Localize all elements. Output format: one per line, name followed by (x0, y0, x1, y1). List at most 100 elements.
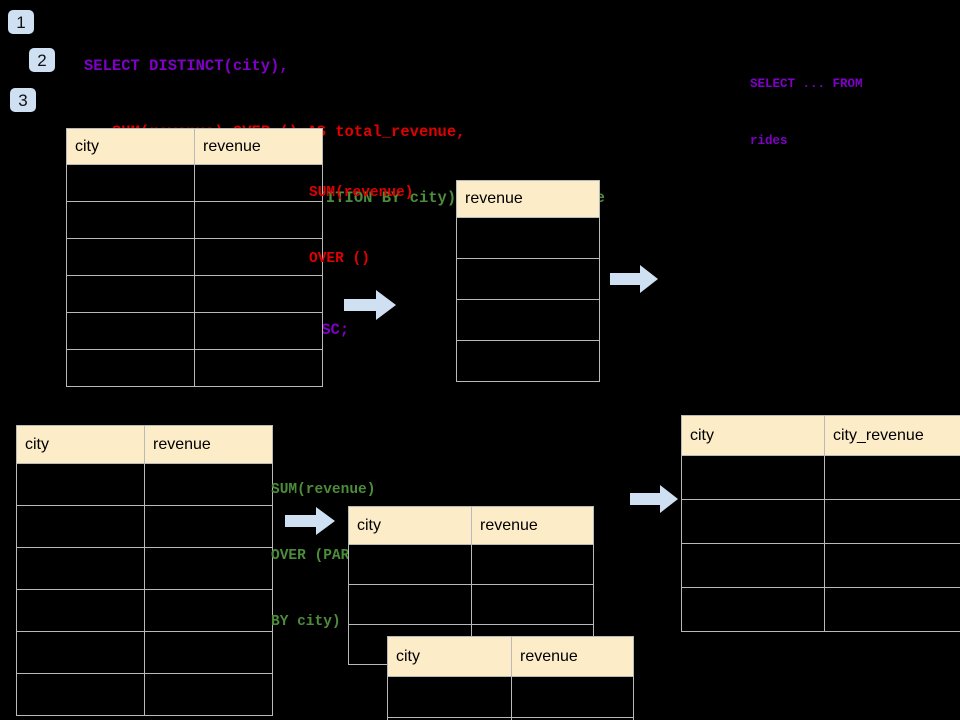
cell-city (387, 676, 512, 718)
annotation-city-revenue-line-3: BY city) (271, 614, 341, 630)
table-row (66, 312, 323, 350)
table-row (16, 547, 273, 590)
cell-city-revenue (824, 587, 960, 632)
cell-city (681, 499, 825, 544)
cell-revenue (456, 340, 600, 382)
table-row (16, 589, 273, 632)
table-row (456, 258, 600, 300)
table-header-row: city revenue (348, 506, 594, 545)
step-badge-2-label: 2 (37, 50, 47, 70)
step-badge-1: 1 (8, 10, 34, 34)
col-header-city: city (66, 128, 195, 165)
table-row (16, 505, 273, 548)
cell-city (66, 275, 195, 313)
cell-revenue (456, 258, 600, 300)
table-row (348, 584, 594, 625)
arrow-source-to-total (344, 290, 396, 320)
cell-revenue (194, 164, 323, 202)
col-header-revenue: revenue (511, 636, 634, 677)
cell-city (66, 164, 195, 202)
table-row (681, 543, 960, 588)
table-row (66, 238, 323, 276)
table-row (681, 499, 960, 544)
cell-city (348, 584, 472, 625)
cell-city (66, 201, 195, 239)
annotation-city-revenue-line-1: SUM(revenue) (271, 482, 376, 498)
cell-revenue (144, 463, 273, 506)
col-header-city: city (16, 425, 145, 464)
col-header-city-revenue: city_revenue (824, 415, 960, 456)
side-note-line-2: rides (750, 134, 788, 148)
table-row (681, 455, 960, 500)
cell-city (66, 349, 195, 387)
cell-city-revenue (824, 543, 960, 588)
cell-revenue (471, 584, 594, 625)
cell-city (16, 631, 145, 674)
cell-revenue (194, 312, 323, 350)
table-row (66, 349, 323, 387)
cell-revenue (144, 673, 273, 716)
table-row (16, 463, 273, 506)
cell-city (66, 312, 195, 350)
table-row (681, 587, 960, 632)
cell-city (16, 673, 145, 716)
cell-revenue (471, 544, 594, 585)
cell-city (16, 505, 145, 548)
table-row (66, 164, 323, 202)
cell-revenue (194, 201, 323, 239)
col-header-revenue: revenue (471, 506, 594, 545)
table-header-row: revenue (456, 180, 600, 218)
side-note-line-1: SELECT ... FROM (750, 77, 863, 91)
table-rides-source-bottom: city revenue (16, 425, 273, 716)
table-total-revenue-result: revenue (456, 180, 600, 382)
col-header-revenue: revenue (194, 128, 323, 165)
table-header-row: city revenue (66, 128, 323, 165)
cell-revenue (456, 217, 600, 259)
cell-city (681, 543, 825, 588)
arrow-source-to-partition (285, 507, 335, 535)
cell-revenue (144, 505, 273, 548)
cell-revenue (144, 547, 273, 590)
cell-revenue (194, 349, 323, 387)
cell-city (16, 547, 145, 590)
cell-city (681, 455, 825, 500)
cell-city (348, 544, 472, 585)
cell-revenue (144, 631, 273, 674)
step-badge-3-label: 3 (18, 90, 28, 110)
table-header-row: city city_revenue (681, 415, 960, 456)
step-badge-1-label: 1 (16, 12, 26, 32)
cell-city (681, 587, 825, 632)
cell-revenue (194, 238, 323, 276)
cell-revenue (511, 717, 634, 720)
table-row (456, 299, 600, 341)
annotation-total-revenue-line-2: OVER () (309, 251, 370, 267)
col-header-revenue: revenue (144, 425, 273, 464)
annotation-total-revenue-line-1: SUM(revenue) (309, 185, 414, 201)
annotation-total-revenue: SUM(revenue) OVER () (309, 138, 413, 314)
table-row (387, 717, 634, 720)
cell-city (16, 463, 145, 506)
cell-revenue (456, 299, 600, 341)
table-row (456, 217, 600, 259)
cell-city-revenue (824, 455, 960, 500)
table-row (387, 676, 634, 718)
cell-city (16, 589, 145, 632)
arrow-total-to-final (610, 265, 658, 293)
table-row (348, 544, 594, 585)
table-row (456, 340, 600, 382)
cell-revenue (511, 676, 634, 718)
table-rides-source-top: city revenue (66, 128, 323, 387)
table-header-row: city revenue (387, 636, 634, 677)
cell-city (66, 238, 195, 276)
col-header-revenue: revenue (456, 180, 600, 218)
col-header-city: city (681, 415, 825, 456)
side-note-select-from: SELECT ... FROM rides (750, 37, 863, 189)
cell-city-revenue (824, 499, 960, 544)
col-header-city: city (387, 636, 512, 677)
cell-revenue (144, 589, 273, 632)
table-final-result: city city_revenue (681, 415, 960, 632)
table-row (66, 275, 323, 313)
table-header-row: city revenue (16, 425, 273, 464)
cell-revenue (194, 275, 323, 313)
